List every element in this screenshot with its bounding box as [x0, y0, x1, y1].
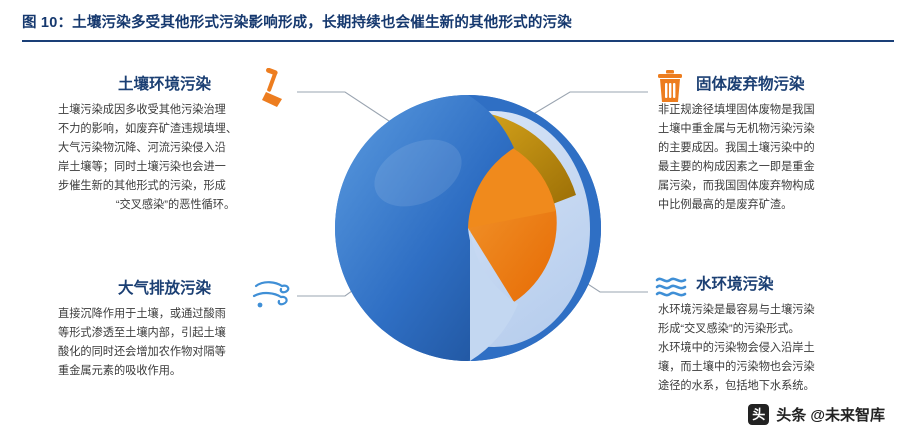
text-line: 途径的水系，包括地下水系统。 — [658, 380, 815, 392]
watermark-logo: 头 — [748, 404, 770, 425]
callout-water-pollution: 水环境污染 水环境污染是最容易与土壤污染 形成“交叉感染”的污染形式。 水环境中… — [658, 272, 890, 396]
text-line: 中比例最高的是废弃矿渣。 — [658, 199, 793, 211]
text-line: 形成“交叉感染”的污染形式。 — [658, 323, 800, 335]
text-line: 壤，而土壤中的污染物也会污染 — [658, 361, 815, 373]
title-bar: 图 10：土壤污染多受其他形式污染影响形成，长期持续也会催生新的其他形式的污染 — [22, 8, 894, 42]
water-waves-icon — [655, 276, 687, 300]
text-line: 属污染，而我国固体废弃物构成 — [658, 180, 815, 192]
text-line: 非正规途径填埋固体废物是我国 — [658, 104, 815, 116]
callout-solid-heading: 固体废弃物污染 — [696, 76, 805, 93]
callout-soil-body: 土壤污染成因多收受其他污染治理 不力的影响，如废弃矿渣违规填埋、 大气污染物沉降… — [58, 101, 293, 215]
watermark: 头 头条 @未来智库 — [748, 404, 885, 425]
callout-air-body: 直接沉降作用于土壤，或通过酸雨 等形式渗透至土壤内部，引起土壤 酸化的同时还会增… — [58, 305, 293, 381]
text-line: 重金属元素的吸收作用。 — [58, 365, 182, 377]
callout-soil-pollution: 土壤环境污染 土壤污染成因多收受其他污染治理 不力的影响，如废弃矿渣违规填埋、 … — [58, 72, 293, 215]
text-line: 水环境污染是最容易与土壤污染 — [658, 304, 815, 316]
callout-solid-body: 非正规途径填埋固体废物是我国 土壤中重金属与无机物污染污染 的主要成因。我国土壤… — [658, 101, 890, 215]
callout-air-heading: 大气排放污染 — [118, 280, 212, 297]
callout-soil-heading: 土壤环境污染 — [118, 76, 212, 93]
callout-water-heading: 水环境污染 — [696, 276, 774, 293]
text-line: 步催生新的其他形式的污染，形成 — [58, 180, 226, 192]
callout-air-pollution: 大气排放污染 直接沉降作用于土壤，或通过酸雨 等形式渗透至土壤内部，引起土壤 酸… — [58, 276, 293, 381]
text-line: 土壤中重金属与无机物污染污染 — [658, 123, 815, 135]
text-line: 水环境中的污染物会侵入沿岸土 — [658, 342, 815, 354]
page-title: 图 10：土壤污染多受其他形式污染影响形成，长期持续也会催生新的其他形式的污染 — [22, 15, 572, 31]
trash-icon — [655, 70, 685, 104]
shovel-icon — [253, 67, 295, 108]
text-line: 直接沉降作用于土壤，或通过酸雨 — [58, 308, 226, 320]
wind-icon — [252, 272, 296, 314]
text-line: 不力的影响，如废弃矿渣违规填埋、 — [58, 123, 238, 135]
text-line: 酸化的同时还会增加农作物对隔等 — [58, 346, 226, 358]
callout-water-body: 水环境污染是最容易与土壤污染 形成“交叉感染”的污染形式。 水环境中的污染物会侵… — [658, 301, 890, 396]
watermark-text: 头条 @未来智库 — [776, 407, 885, 424]
text-line: “交叉感染”的恶性循环。 — [115, 199, 236, 211]
text-line: 最主要的构成因素之一即是重金 — [658, 161, 815, 173]
callout-solid-waste-pollution: 固体废弃物污染 非正规途径填埋固体废物是我国 土壤中重金属与无机物污染污染 的主… — [658, 72, 890, 215]
text-line: 土壤污染成因多收受其他污染治理 — [58, 104, 226, 116]
text-line: 大气污染物沉降、河流污染侵入沿 — [58, 142, 226, 154]
text-line: 等形式渗透至土壤内部，引起土壤 — [58, 327, 226, 339]
sphere-diagram — [318, 78, 618, 378]
text-line: 岸土壤等；同时土壤污染也会进一 — [58, 161, 226, 173]
text-line: 的主要成因。我国土壤污染中的 — [658, 142, 815, 154]
